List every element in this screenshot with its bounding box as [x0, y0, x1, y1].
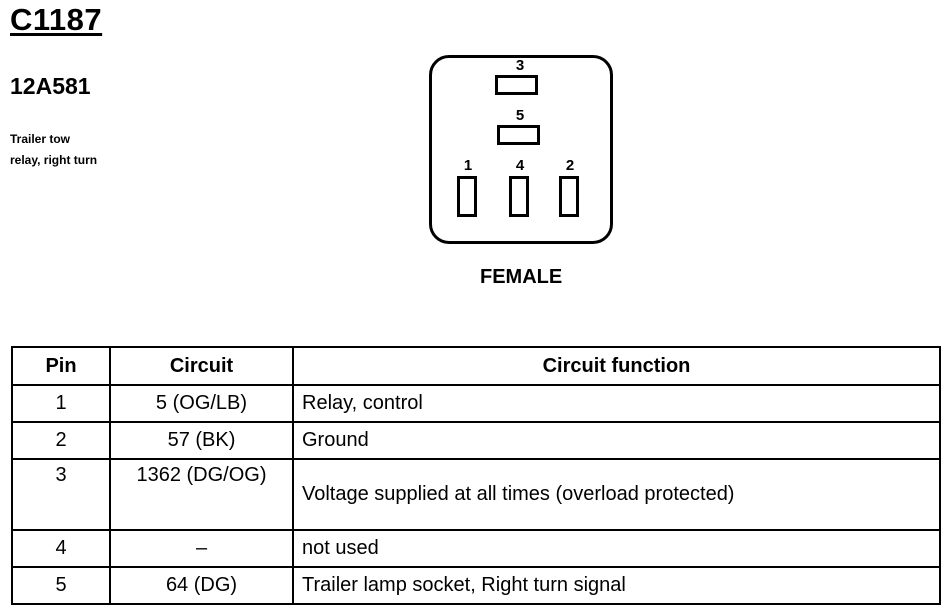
- header-pin: Pin: [11, 346, 111, 386]
- pin-slot-1: [457, 176, 477, 217]
- cell-circuit: 1362 (DG/OG): [109, 458, 294, 531]
- pin-label-2: 2: [565, 157, 575, 174]
- cell-function: Relay, control: [292, 384, 941, 423]
- cell-function: Trailer lamp socket, Right turn signal: [292, 566, 941, 605]
- cell-circuit: 57 (BK): [109, 421, 294, 460]
- pin-label-5: 5: [515, 107, 525, 124]
- table-header-row: Pin Circuit Circuit function: [11, 346, 941, 386]
- pinout-table: Pin Circuit Circuit function 1 5 (OG/LB)…: [11, 346, 941, 605]
- table-row: 4 – not used: [11, 529, 941, 568]
- cell-function: Ground: [292, 421, 941, 460]
- table-row: 3 1362 (DG/OG) Voltage supplied at all t…: [11, 458, 941, 531]
- pin-slot-4: [509, 176, 529, 217]
- header-circuit: Circuit: [109, 346, 294, 386]
- pin-slot-2: [559, 176, 579, 217]
- cell-pin: 3: [11, 458, 111, 531]
- connector-description: Trailer tow relay, right turn: [10, 129, 170, 171]
- table-row: 1 5 (OG/LB) Relay, control: [11, 384, 941, 423]
- pin-label-4: 4: [515, 157, 525, 174]
- cell-pin: 1: [11, 384, 111, 423]
- connector-face-diagram: 3 5 1 4 2: [429, 55, 613, 244]
- cell-circuit: –: [109, 529, 294, 568]
- cell-pin: 5: [11, 566, 111, 605]
- table-row: 2 57 (BK) Ground: [11, 421, 941, 460]
- pin-label-1: 1: [463, 157, 473, 174]
- pin-slot-3: [495, 75, 538, 95]
- header-circuit-function: Circuit function: [292, 346, 941, 386]
- connector-id: C1187: [10, 2, 103, 37]
- table-row: 5 64 (DG) Trailer lamp socket, Right tur…: [11, 566, 941, 605]
- cell-circuit: 64 (DG): [109, 566, 294, 605]
- gender-label: FEMALE: [480, 266, 563, 288]
- part-number: 12A581: [10, 73, 91, 99]
- cell-pin: 2: [11, 421, 111, 460]
- pin-label-3: 3: [515, 57, 525, 74]
- description-line-2: relay, right turn: [10, 153, 98, 167]
- description-line-1: Trailer tow: [10, 132, 71, 146]
- cell-circuit: 5 (OG/LB): [109, 384, 294, 423]
- pin-slot-5: [497, 125, 540, 145]
- cell-pin: 4: [11, 529, 111, 568]
- cell-function: not used: [292, 529, 941, 568]
- cell-function: Voltage supplied at all times (overload …: [292, 458, 941, 531]
